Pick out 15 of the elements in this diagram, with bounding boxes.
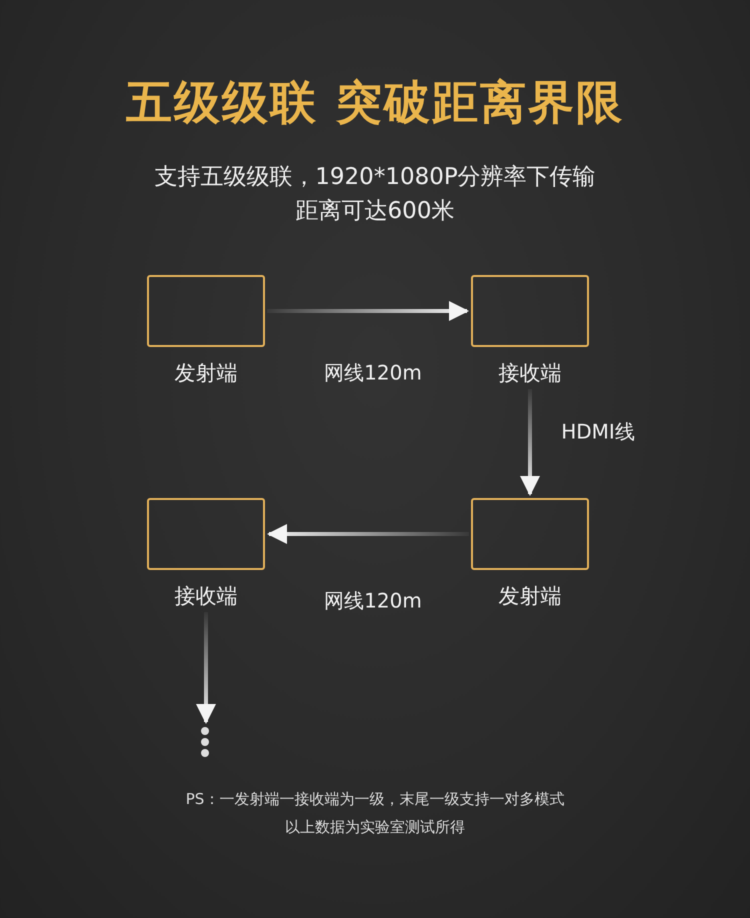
device-label: 发射端 — [174, 360, 238, 387]
device-label: 接收端 — [174, 583, 238, 610]
note-text: 以上数据为实验室测试所得 — [285, 818, 465, 837]
arrow — [520, 389, 540, 496]
arrow — [267, 301, 469, 321]
edge-label: HDMI线 — [561, 418, 635, 446]
arrow — [267, 524, 469, 544]
arrow — [196, 612, 216, 724]
title: 五级级联 突破距离界限 — [126, 74, 624, 131]
edge-label: 网线120m — [324, 588, 422, 614]
device-label: 接收端 — [498, 360, 562, 387]
note-text: PS：一发射端一接收端为一级，末尾一级支持一对多模式 — [186, 790, 564, 809]
device-label: 发射端 — [498, 583, 562, 610]
subtitle: 支持五级级联，1920*1080P分辨率下传输距离可达600米 — [153, 163, 597, 226]
edge-label: 网线120m — [324, 360, 422, 386]
